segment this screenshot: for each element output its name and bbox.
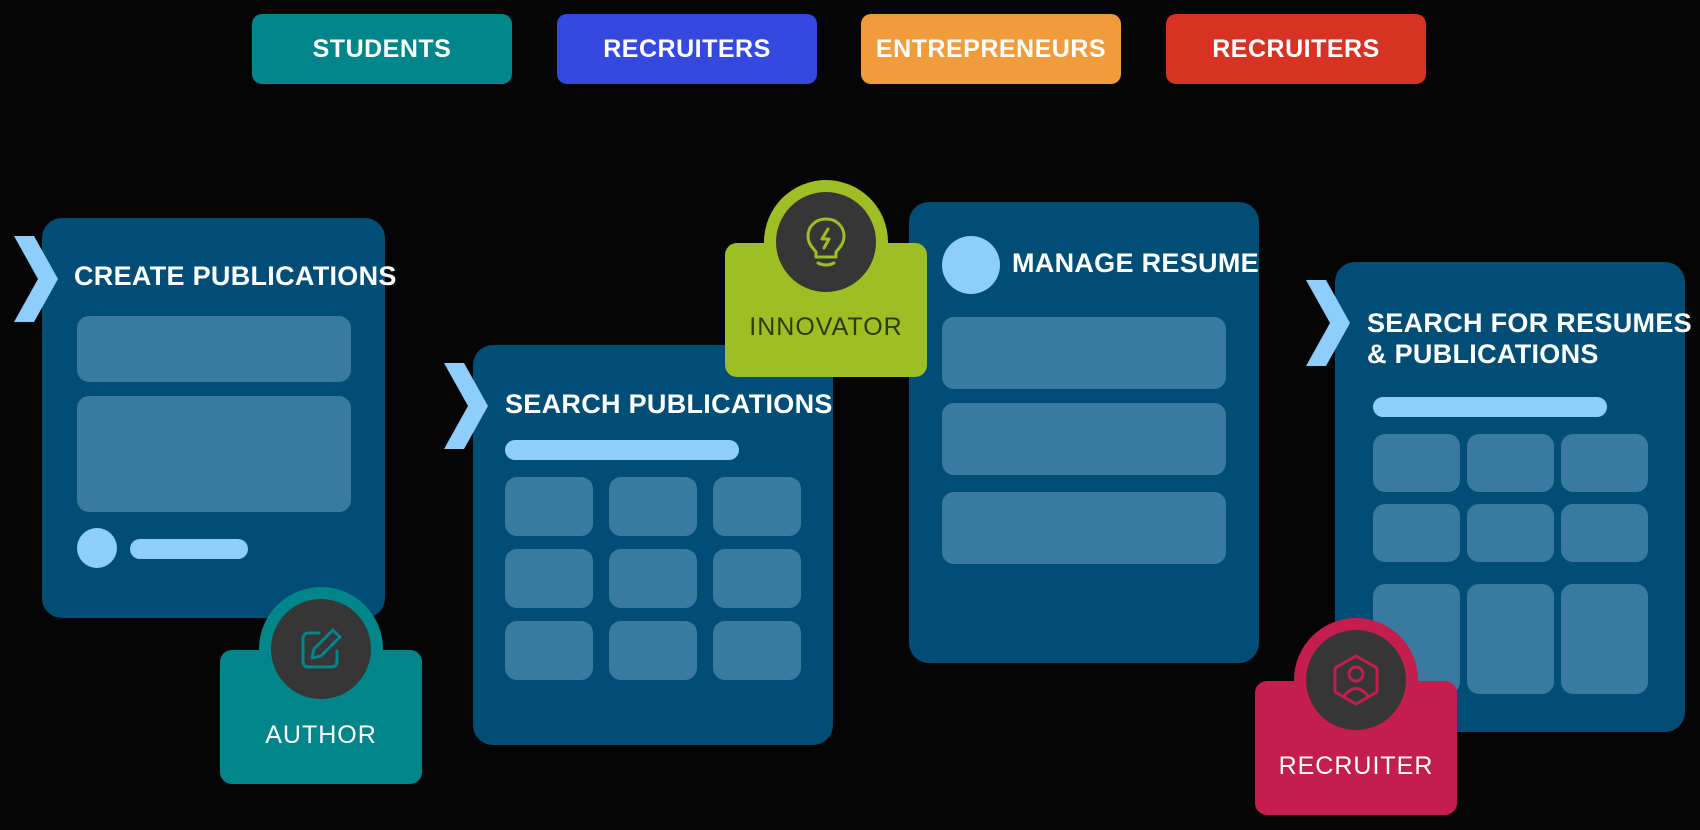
- card-title: MANAGE RESUME: [1012, 248, 1259, 278]
- card-title: CREATE PUBLICATIONS: [74, 261, 397, 291]
- grid-tile: [1561, 434, 1648, 492]
- card-manage-resume: MANAGE RESUME: [909, 202, 1259, 663]
- grid-tile: [1373, 504, 1460, 562]
- grid-tile: [609, 477, 697, 536]
- grid-tile: [505, 621, 593, 680]
- role-badge-recruiter: RECRUITER: [1255, 618, 1457, 815]
- pill-students[interactable]: STUDENTS: [252, 14, 512, 84]
- card-create-publications: CREATE PUBLICATIONS: [42, 218, 396, 618]
- role-label: RECRUITER: [1278, 752, 1434, 780]
- role-badge-author: AUTHOR: [220, 587, 422, 784]
- role-badge-icon-bg: [1306, 630, 1406, 730]
- role-badge-icon-bg: [271, 599, 371, 699]
- card-title: SEARCH PUBLICATIONS: [505, 389, 833, 419]
- role-label: AUTHOR: [265, 721, 377, 749]
- search-bar: [1373, 397, 1607, 417]
- avatar: [942, 236, 1000, 294]
- grid-tile: [1373, 434, 1460, 492]
- pill-recruiters-red[interactable]: RECRUITERS: [1166, 14, 1426, 84]
- chevron-right-icon: [444, 363, 488, 449]
- search-bar: [505, 440, 739, 460]
- grid-tile: [713, 549, 801, 608]
- grid-tile: [1467, 434, 1554, 492]
- role-badge-circle: [259, 587, 383, 711]
- pill-entrepreneurs[interactable]: ENTREPRENEURS: [861, 14, 1121, 84]
- edit-icon: [301, 628, 342, 669]
- chevron-right-icon: [14, 236, 58, 322]
- grid-tile: [713, 477, 801, 536]
- resume-section: [942, 317, 1226, 389]
- role-badge-circle: [1294, 618, 1418, 742]
- grid-tile: [1467, 584, 1554, 694]
- pill-recruiters-blue[interactable]: RECRUITERS: [557, 14, 817, 84]
- chevron-right-icon: [1306, 280, 1350, 366]
- role-label: INNOVATOR: [749, 313, 903, 341]
- card-search-publications: SEARCH PUBLICATIONS: [473, 345, 833, 745]
- role-badge-icon-bg: [776, 192, 876, 292]
- role-badge-circle: [764, 180, 888, 304]
- grid-tile: [505, 549, 593, 608]
- grid-tile: [1561, 584, 1648, 694]
- role-badge-innovator: INNOVATOR: [725, 180, 927, 377]
- grid-tile: [1467, 504, 1554, 562]
- card-title-line2: & PUBLICATIONS: [1367, 339, 1599, 369]
- name-bar: [130, 539, 248, 559]
- avatar: [77, 528, 117, 568]
- lightbulb-icon: [806, 217, 846, 267]
- grid-tile: [609, 549, 697, 608]
- grid-tile: [1561, 504, 1648, 562]
- user-hexagon-icon: [1333, 654, 1379, 706]
- grid-tile: [609, 621, 697, 680]
- grid-tile: [505, 477, 593, 536]
- grid-tile: [713, 621, 801, 680]
- content-block: [77, 396, 351, 512]
- content-block: [77, 316, 351, 382]
- card-title-line1: SEARCH FOR RESUMES: [1367, 308, 1692, 338]
- resume-section: [942, 492, 1226, 564]
- resume-section: [942, 403, 1226, 475]
